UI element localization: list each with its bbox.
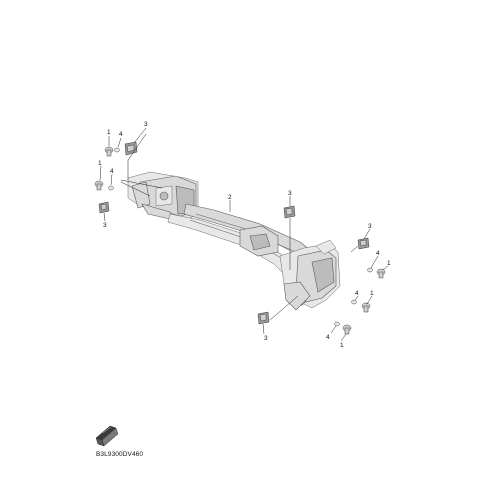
washer-part-4-e — [334, 321, 340, 327]
subframe-assembly — [127, 171, 341, 311]
bolt-part-1-c — [376, 268, 386, 279]
book-reference-icon — [95, 425, 119, 447]
washer-part-4-a — [114, 147, 120, 153]
clip-nut-part-3-d — [357, 237, 370, 250]
leader-lines — [99, 127, 389, 342]
callout-3-e: 3 — [264, 335, 268, 342]
callout-3-d: 3 — [368, 223, 372, 230]
callout-1-e: 1 — [340, 342, 344, 349]
bolt-part-1-a — [104, 146, 114, 157]
washer-part-4-c — [367, 267, 373, 273]
callout-4-c: 4 — [376, 250, 380, 257]
clip-nut-part-3-a — [124, 141, 138, 156]
callout-4-b: 4 — [110, 168, 114, 175]
washer-part-4-b — [108, 185, 114, 191]
callout-3-b: 3 — [103, 222, 107, 229]
diagram-code: B3L9300DV460 — [96, 451, 143, 458]
callout-3-c: 3 — [288, 190, 292, 197]
bolt-part-1-b — [94, 180, 104, 191]
clip-nut-part-3-c — [283, 205, 296, 219]
callout-3-a: 3 — [144, 121, 148, 128]
callout-1-c: 1 — [387, 260, 391, 267]
callout-4-d: 4 — [355, 290, 359, 297]
callout-4-a: 4 — [119, 131, 123, 138]
callout-1-a: 1 — [107, 129, 111, 136]
bolt-part-1-d — [361, 302, 371, 313]
clip-nut-part-3-b — [98, 201, 110, 214]
callout-1-b: 1 — [98, 160, 102, 167]
bolt-part-1-e — [342, 324, 352, 335]
callout-1-d: 1 — [370, 290, 374, 297]
callout-2: 2 — [228, 194, 232, 201]
washer-part-4-d — [351, 299, 357, 305]
clip-nut-part-3-e — [257, 311, 270, 325]
callout-4-e: 4 — [326, 334, 330, 341]
callout-labels: 1 4 3 1 4 3 2 3 3 4 1 4 1 3 4 1 — [98, 121, 391, 349]
